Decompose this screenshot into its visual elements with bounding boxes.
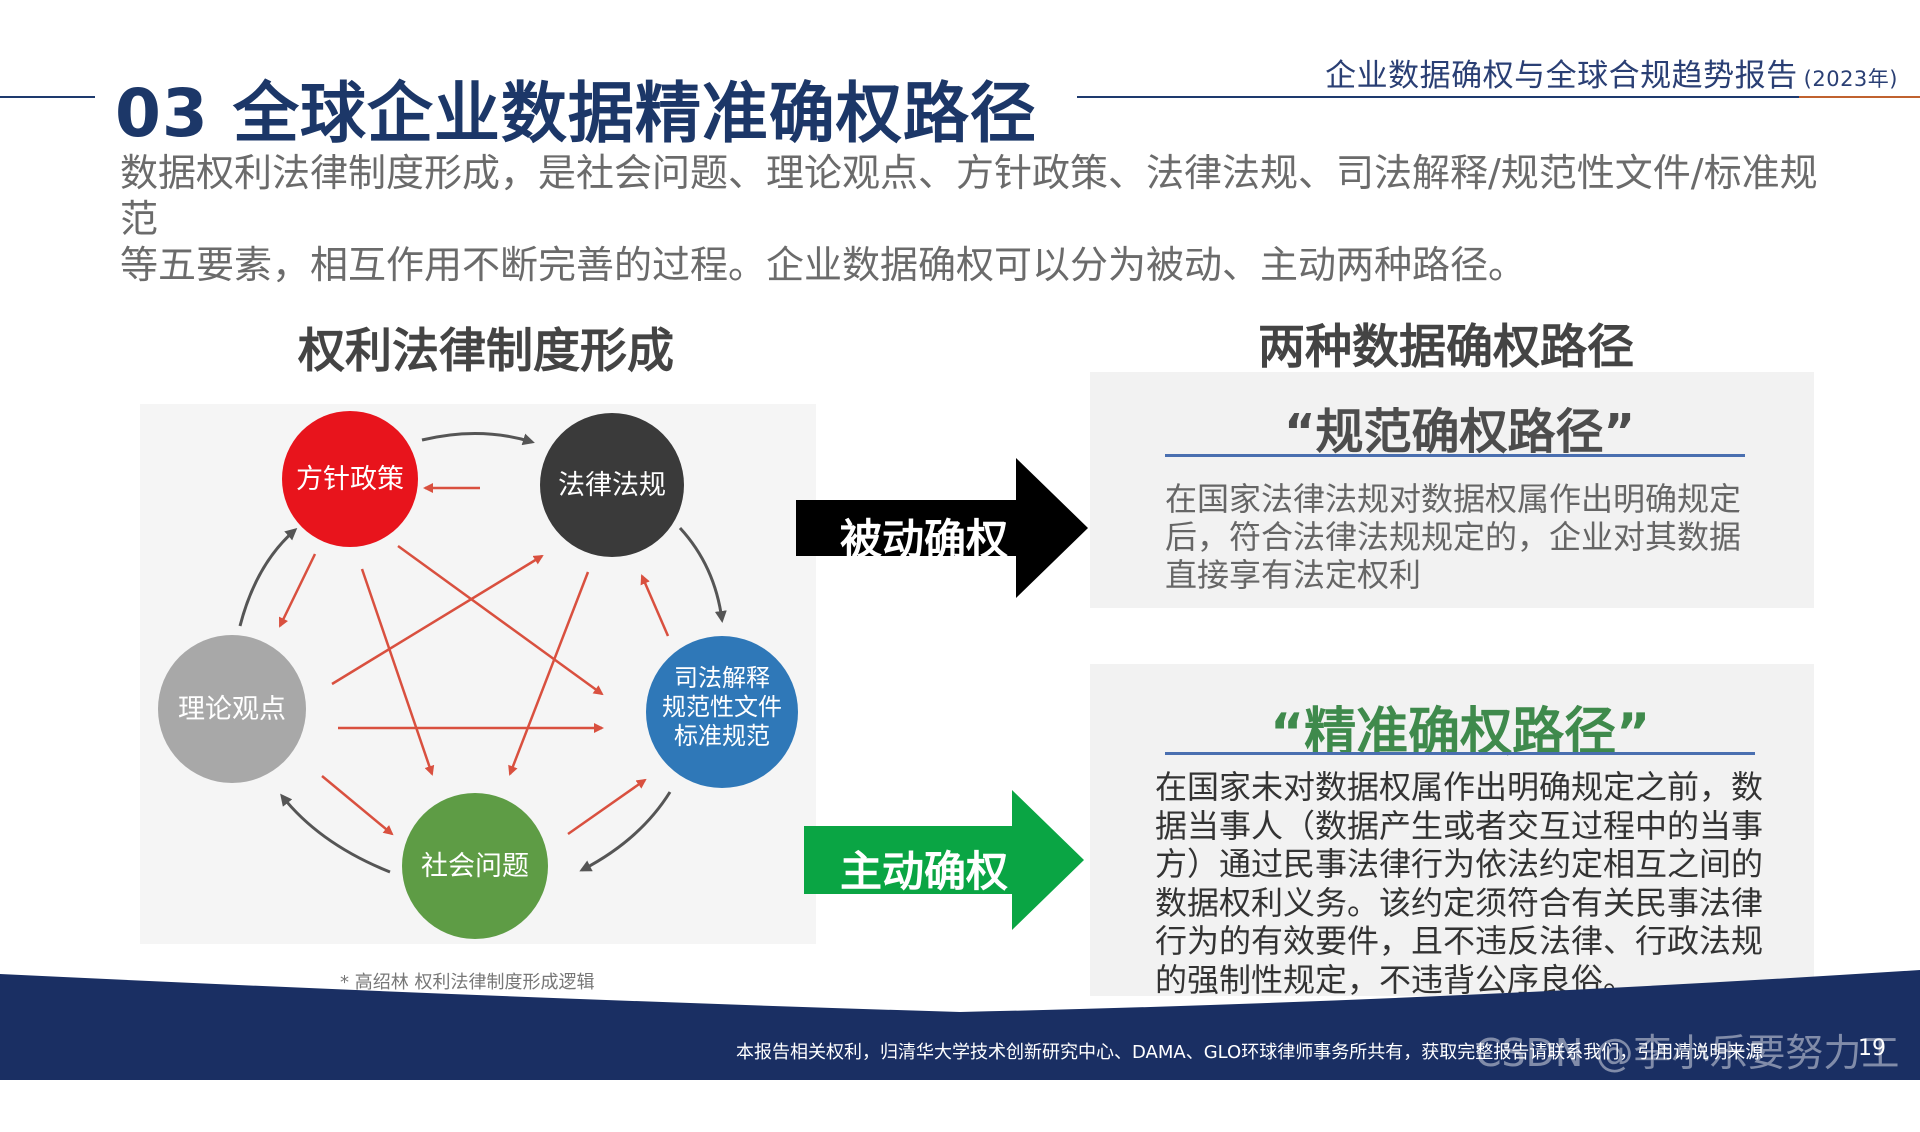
node-judicial: 司法解释 规范性文件 标准规范: [646, 636, 798, 788]
node-theory: 理论观点: [158, 635, 306, 783]
passive-arrow: [796, 458, 1088, 598]
node-social: 社会问题: [402, 793, 548, 939]
page-number: 19: [1858, 1036, 1886, 1061]
node-law-label: 法律法规: [558, 470, 666, 501]
intro-line-1: 数据权利法律制度形成，是社会问题、理论观点、方针政策、法律法规、司法解释/规范性…: [120, 151, 1818, 241]
cycle-arrow-judicial-to-social: [579, 791, 672, 872]
csdn-watermark: CSDN @李小乐要努力工作: [1475, 1031, 1900, 1130]
right-section-title: 两种数据确权路径: [1258, 320, 1634, 375]
normative-line-3: 直接享有法定权利: [1165, 556, 1422, 594]
node-judicial-label-2: 规范性文件: [662, 693, 782, 721]
precise-line-4: 数据权利义务。该约定须符合有关民事法律: [1155, 883, 1764, 922]
arrow-policy-to-judicial: [397, 544, 604, 696]
node-judicial-label-3: 标准规范: [674, 722, 770, 750]
precise-line-3: 方）通过民事法律行为依法约定相互之间的: [1155, 845, 1764, 883]
normative-path-title: “规范确权路径”: [1284, 404, 1636, 460]
arrow-theory-to-social: [321, 775, 394, 836]
left-section-title: 权利法律制度形成: [298, 324, 674, 379]
report-title: 企业数据确权与全球合规趋势报告(2023年): [1325, 50, 1898, 95]
normative-line-1: 在国家法律法规对数据权属作出明确规定: [1165, 480, 1742, 518]
passive-arrow-label: 被动确权: [840, 515, 1009, 564]
slide-heading: 03 全球企业数据精准确权路径: [115, 75, 1037, 152]
header-rule-right: [1077, 96, 1799, 98]
node-theory-label: 理论观点: [178, 694, 286, 725]
node-judicial-label-1: 司法解释: [674, 664, 770, 692]
normative-path-card: [1090, 372, 1814, 608]
report-year: (2023年): [1803, 67, 1898, 91]
active-arrow-label: 主动确权: [840, 847, 1009, 896]
precise-path-underline: [1165, 752, 1755, 755]
intro-paragraph: 数据权利法律制度形成，是社会问题、理论观点、方针政策、法律法规、司法解释/规范性…: [120, 150, 1840, 288]
arrow-policy-to-theory: [278, 553, 317, 628]
arrow-social-to-judicial: [567, 778, 647, 836]
precise-path-description: 在国家未对数据权属作出明确规定之前，数 据当事人（数据产生或者交互过程中的当事 …: [1155, 768, 1765, 999]
arrow-law-to-social: [508, 571, 590, 776]
footer-band: [0, 970, 1920, 1080]
node-social-label: 社会问题: [421, 851, 529, 882]
precise-path-card: [1090, 664, 1814, 996]
normative-path-description: 在国家法律法规对数据权属作出明确规定 后，符合法律法规规定的，企业对其数据 直接…: [1165, 480, 1745, 594]
report-title-text: 企业数据确权与全球合规趋势报告: [1325, 58, 1798, 94]
precise-line-5: 行为的有效要件，且不违反法律、行政法规: [1155, 922, 1764, 960]
diagram-footnote: * 高绍林 权利法律制度形成逻辑: [340, 972, 595, 993]
cycle-arrow-social-to-theory: [280, 793, 391, 874]
node-policy-label: 方针政策: [296, 464, 404, 495]
footer-copyright: 本报告相关权利，归清华大学技术创新研究中心、DAMA、GLO环球律师事务所共有，…: [736, 1042, 1764, 1063]
normative-path-underline: [1165, 454, 1745, 457]
active-arrow: [804, 790, 1084, 930]
precise-line-2: 据当事人（数据产生或者交互过程中的当事: [1155, 806, 1764, 845]
arrow-theory-to-law: [331, 554, 544, 686]
node-policy: 方针政策: [282, 411, 418, 547]
arrow-policy-to-social: [360, 568, 435, 776]
header-rule-accent: [1799, 96, 1920, 98]
intro-line-2: 等五要素，相互作用不断完善的过程。企业数据确权可以分为被动、主动两种路径。: [120, 243, 1527, 287]
cycle-arrow-law-to-judicial: [678, 526, 727, 623]
cycle-arrow-policy-to-law: [421, 431, 535, 446]
normative-line-2: 后，符合法律法规规定的，企业对其数据: [1165, 518, 1742, 556]
legal-system-cycle-diagram: 方针政策 法律法规 理论观点 司法解释 规范性文件 标准规范 社会问题: [158, 411, 798, 939]
node-law: 法律法规: [540, 413, 684, 557]
arrow-judicial-to-law: [640, 574, 670, 637]
precise-line-1: 在国家未对数据权属作出明确规定之前，数: [1155, 768, 1764, 806]
cycle-arrow-theory-to-policy: [238, 528, 298, 627]
header-rule-left: [0, 96, 95, 98]
